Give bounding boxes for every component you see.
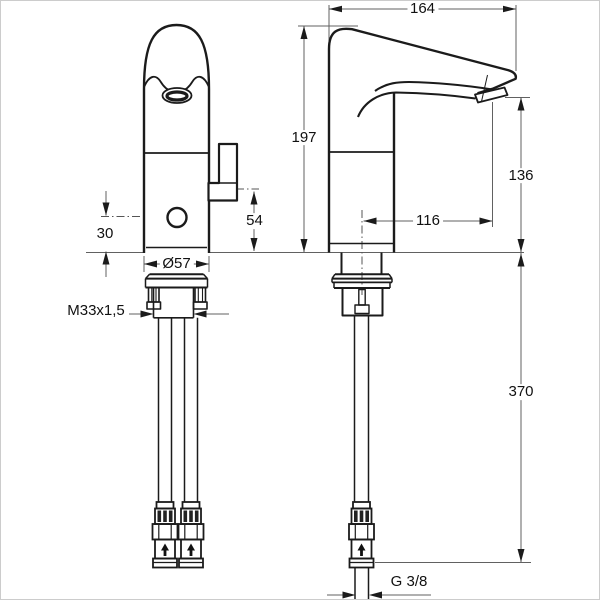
center-lines (101, 188, 363, 295)
hose-connector (151, 501, 179, 569)
aerator (474, 86, 509, 104)
dim-label-outlet-reach: 116 (413, 213, 443, 229)
front-body-outline (142, 23, 211, 253)
flow-direction-arrow-icon (187, 543, 195, 551)
dim-label-outlet-height: 136 (505, 167, 537, 184)
front-view (142, 23, 239, 502)
dim-label-spout-projection: 164 (406, 1, 439, 17)
dim-label-hose-length: 370 (505, 384, 537, 400)
fixing-bolts (146, 286, 208, 310)
dim-label-total-height: 197 (288, 129, 320, 146)
front-lever (207, 142, 239, 202)
dimension-arrows (102, 5, 525, 599)
side-body-outline (327, 27, 518, 253)
mounting-box (341, 287, 384, 317)
flow-direction-arrow-icon (357, 543, 366, 551)
side-view (327, 27, 518, 599)
dim-label-fixing-thread: M33x1,5 (64, 303, 128, 319)
hose-connectors (151, 501, 375, 569)
hose-connector (348, 501, 375, 569)
front-hoses (157, 317, 199, 502)
flow-direction-arrow-icon (161, 543, 169, 551)
hose-connector (177, 501, 205, 569)
dim-label-connection-thread: G 3/8 (387, 574, 431, 590)
sensor-window (166, 206, 188, 229)
dim-label-sensor-offset: 30 (93, 225, 117, 242)
dim-label-lever-height: 54 (243, 213, 266, 229)
dim-label-base-diameter: Ø57 (159, 256, 194, 272)
